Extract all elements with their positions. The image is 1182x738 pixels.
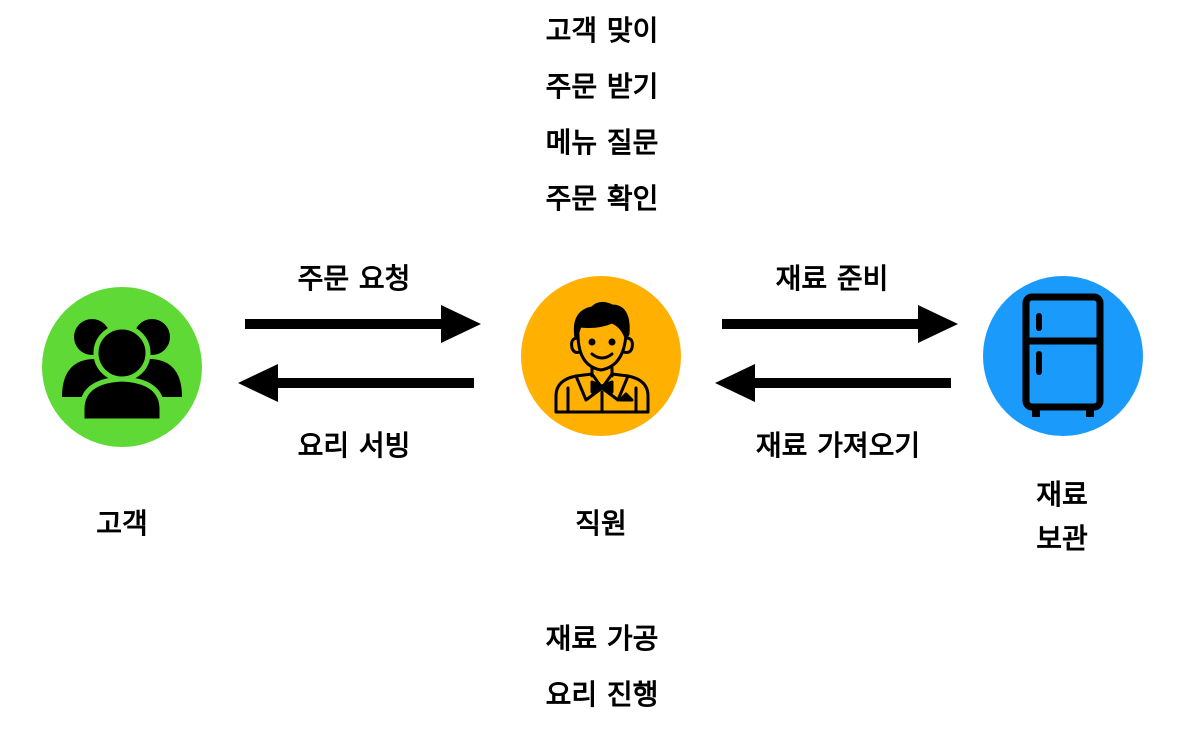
- arrow-right-icon: [722, 305, 958, 343]
- staff-label: 직원: [575, 507, 627, 540]
- staff-task: 주문 확인: [545, 182, 659, 215]
- customer-label: 고객: [96, 507, 148, 540]
- refrigerator-icon: [1022, 293, 1104, 417]
- storage-label-line: 보관: [1036, 522, 1088, 555]
- staff-tasks-bottom: 재료 가공 요리 진행: [546, 622, 659, 712]
- storage-node: [983, 276, 1143, 436]
- customer-node: [42, 287, 202, 447]
- arrow-label-serve: 요리 서빙: [297, 429, 411, 462]
- arrow-label-order-request: 주문 요청: [297, 262, 411, 295]
- staff-task: 고객 맞이: [545, 14, 659, 47]
- staff-task: 재료 가공: [545, 622, 659, 655]
- staff-task: 메뉴 질문: [545, 126, 659, 159]
- arrow-label-prepare: 재료 준비: [775, 262, 889, 295]
- arrow-right-icon: [245, 305, 481, 343]
- staff-node: [521, 276, 681, 436]
- arrow-label-fetch: 재료 가져오기: [755, 429, 921, 462]
- arrow-left-icon: [238, 364, 474, 402]
- staff-task: 주문 받기: [545, 70, 659, 103]
- storage-label: 재료 보관: [1036, 478, 1088, 556]
- waiter-icon: [554, 301, 650, 414]
- storage-label-line: 재료: [1036, 478, 1088, 511]
- people-group-icon: [62, 319, 182, 424]
- arrow-left-icon: [715, 364, 951, 402]
- staff-tasks-top: 고객 맞이 주문 받기 메뉴 질문 주문 확인: [546, 14, 659, 216]
- staff-task: 요리 진행: [545, 678, 659, 711]
